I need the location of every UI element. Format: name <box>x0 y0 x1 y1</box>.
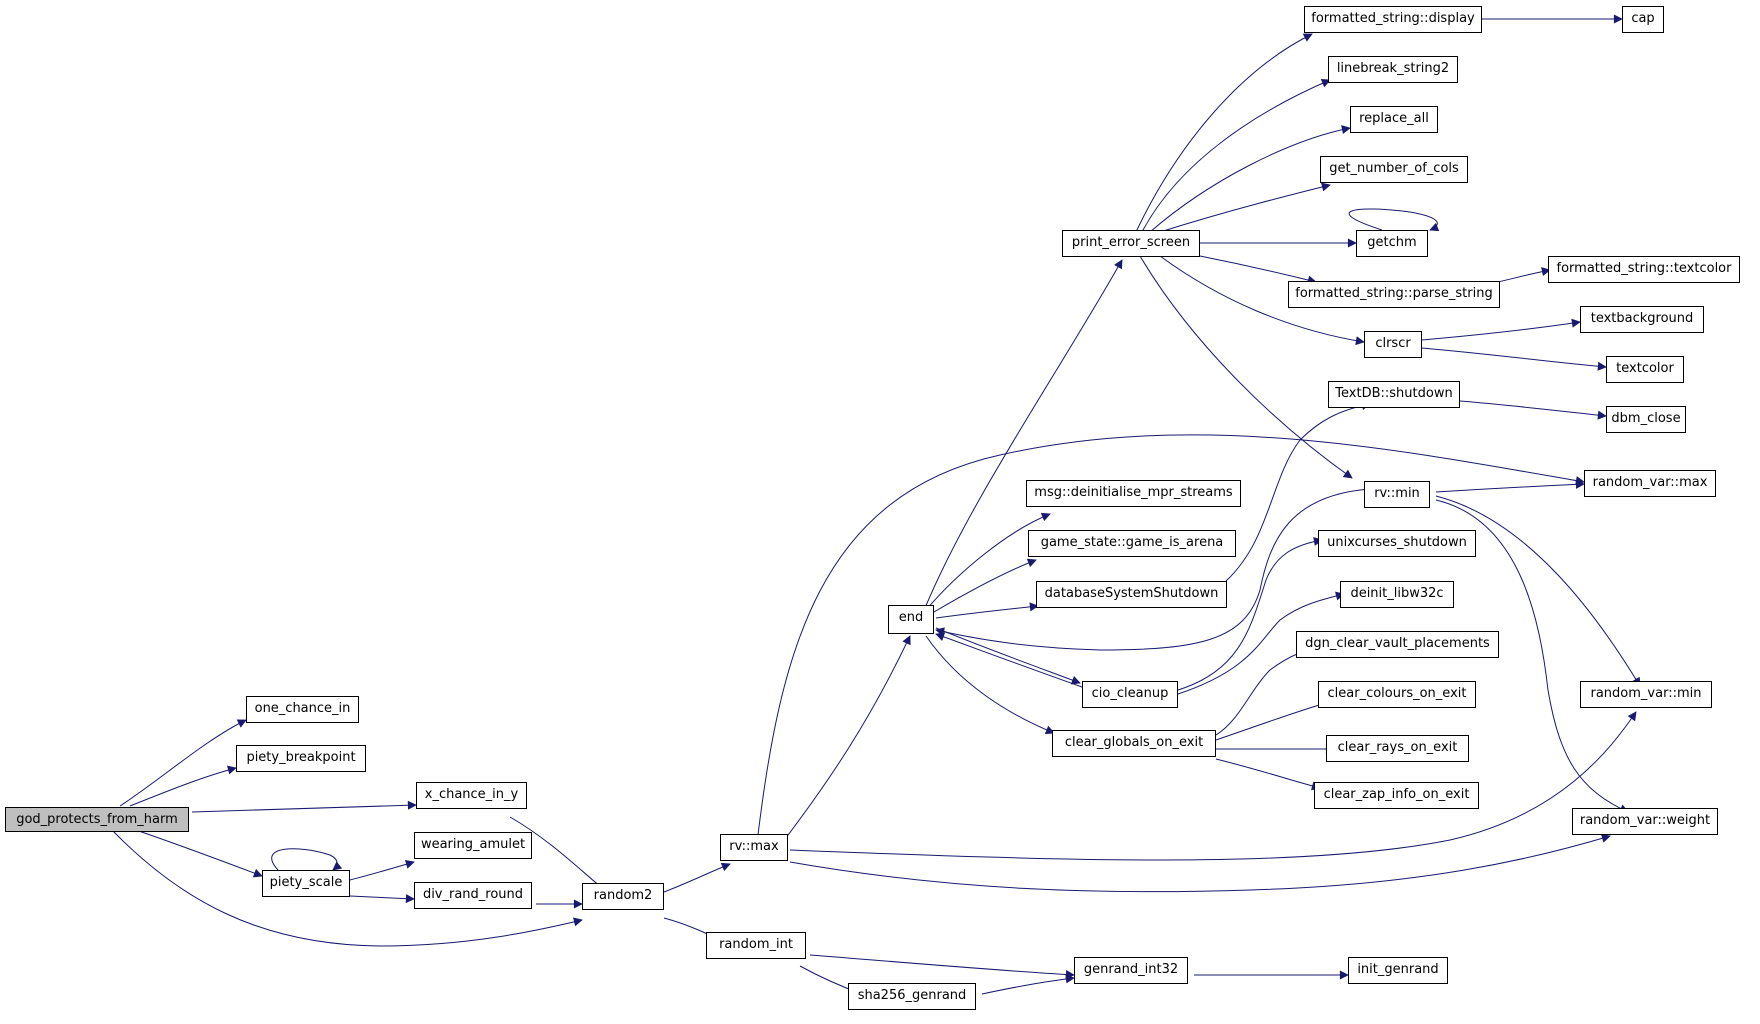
node-textbackground[interactable]: textbackground <box>1580 306 1704 333</box>
edge-end-msg-deinitialise <box>925 512 1051 611</box>
node-formatted-string-parse-string[interactable]: formatted_string::parse_string <box>1288 281 1500 308</box>
node-rv-min[interactable]: rv::min <box>1364 481 1430 508</box>
edge-cio-cleanup-unixcurses <box>1177 536 1323 691</box>
edge-db-shutdown-textdb-shutdown <box>1225 401 1371 582</box>
edge-random-int-genrand-int32 <box>809 954 1075 980</box>
edge-cio-cleanup-end <box>935 632 1083 688</box>
node-getchm[interactable]: getchm <box>1356 230 1428 257</box>
node-textcolor[interactable]: textcolor <box>1606 356 1684 383</box>
node-piety-breakpoint[interactable]: piety_breakpoint <box>236 745 366 772</box>
node-deinit-libw32c[interactable]: deinit_libw32c <box>1340 581 1454 608</box>
node-clear-rays-on-exit[interactable]: clear_rays_on_exit <box>1326 735 1469 762</box>
node-clear-colours-on-exit[interactable]: clear_colours_on_exit <box>1318 681 1476 708</box>
edge-clrscr-textbackground <box>1421 318 1581 341</box>
node-game-is-arena[interactable]: game_state::game_is_arena <box>1028 530 1236 557</box>
edge-rv-max-end <box>781 635 911 844</box>
node-dgn-clear-vault-placements[interactable]: dgn_clear_vault_placements <box>1296 631 1499 658</box>
edge-pes-replace-all <box>1149 125 1351 233</box>
edge-pes-fs-display <box>1135 33 1313 233</box>
node-cio-cleanup[interactable]: cio_cleanup <box>1082 681 1178 708</box>
edge-clrscr-textcolor <box>1421 347 1607 371</box>
edge-getchm-self <box>1348 208 1440 232</box>
node-piety-scale[interactable]: piety_scale <box>262 870 350 897</box>
edge-piety-scale-div-rand-round <box>349 894 415 904</box>
node-msg-deinitialise-mpr-streams[interactable]: msg::deinitialise_mpr_streams <box>1026 480 1241 507</box>
node-random-var-min[interactable]: random_var::min <box>1580 681 1712 708</box>
node-formatted-string-display[interactable]: formatted_string::display <box>1304 6 1482 33</box>
node-random-int[interactable]: random_int <box>706 932 806 959</box>
edge-piety-scale-self <box>271 848 343 871</box>
node-end[interactable]: end <box>888 605 934 634</box>
edge-end-database-system-shutdown <box>935 602 1039 619</box>
node-god-protects-from-harm[interactable]: god_protects_from_harm <box>5 807 189 832</box>
edge-piety-scale-wearing-amulet <box>349 859 415 881</box>
edge-pes-fs-parse-string <box>1199 255 1317 285</box>
edge-rv-min-random-var-min <box>1435 495 1641 687</box>
node-one-chance-in[interactable]: one_chance_in <box>246 696 359 723</box>
node-get-number-of-cols[interactable]: get_number_of_cols <box>1320 156 1468 183</box>
edge-gpfh-random2 <box>111 829 583 947</box>
edge-gpfh-piety-breakpoint <box>129 765 237 807</box>
edge-gpfh-piety-scale <box>129 827 263 878</box>
edge-rv-max-random-var-max <box>756 434 1585 844</box>
edge-cgoe-clear-zap-info <box>1215 758 1321 791</box>
node-rv-max[interactable]: rv::max <box>720 834 788 861</box>
edge-end-cio-cleanup <box>935 627 1081 685</box>
edge-end-game-is-arena <box>933 558 1037 613</box>
node-dbm-close[interactable]: dbm_close <box>1606 406 1686 433</box>
node-random2[interactable]: random2 <box>582 883 664 910</box>
edge-pes-clrscr <box>1159 255 1365 346</box>
node-sha256-genrand[interactable]: sha256_genrand <box>848 983 976 1010</box>
edge-pes-linebreak <box>1141 79 1331 233</box>
edge-pes-get-number-of-cols <box>1159 182 1331 233</box>
node-unixcurses-shutdown[interactable]: unixcurses_shutdown <box>1318 530 1476 557</box>
edge-end-print-error-screen <box>924 259 1123 609</box>
node-clrscr[interactable]: clrscr <box>1364 331 1422 358</box>
edge-textdb-dbm-close <box>1459 400 1607 420</box>
edge-random2-rv-max <box>663 862 731 893</box>
node-replace-all[interactable]: replace_all <box>1350 106 1438 133</box>
edge-rv-max-random-var-weight <box>789 834 1611 893</box>
edge-end-clear-globals-on-exit <box>925 635 1055 735</box>
edge-rv-min-random-var-max <box>1435 479 1585 493</box>
node-random-var-weight[interactable]: random_var::weight <box>1572 808 1718 835</box>
edge-rv-max-random-var-min <box>789 711 1637 861</box>
node-clear-globals-on-exit[interactable]: clear_globals_on_exit <box>1052 730 1216 757</box>
node-div-rand-round[interactable]: div_rand_round <box>414 882 532 909</box>
node-x-chance-in-y[interactable]: x_chance_in_y <box>416 782 527 809</box>
node-textdb-shutdown[interactable]: TextDB::shutdown <box>1328 381 1460 408</box>
edge-pes-rv-min <box>1139 255 1353 479</box>
edge-sha256-genrand-genrand-int32 <box>981 974 1075 995</box>
node-linebreak-string2[interactable]: linebreak_string2 <box>1328 56 1458 83</box>
node-print-error-screen[interactable]: print_error_screen <box>1062 230 1200 257</box>
edge-gpfh-x-chance-in-y <box>191 800 417 813</box>
edge-rv-min-end <box>935 488 1371 651</box>
node-clear-zap-info-on-exit[interactable]: clear_zap_info_on_exit <box>1314 782 1479 809</box>
edge-fs-parse-fs-textcolor <box>1497 267 1551 283</box>
edge-rv-min-random-var-weight <box>1435 499 1629 813</box>
node-random-var-max[interactable]: random_var::max <box>1584 470 1716 497</box>
node-cap[interactable]: cap <box>1622 6 1664 33</box>
node-init-genrand[interactable]: init_genrand <box>1348 957 1448 984</box>
edge-cio-cleanup-deinit-libw32c <box>1177 591 1345 695</box>
node-genrand-int32[interactable]: genrand_int32 <box>1074 957 1188 984</box>
node-wearing-amulet[interactable]: wearing_amulet <box>414 832 532 859</box>
edge-gpfh-one-chance-in <box>119 719 247 807</box>
node-database-system-shutdown[interactable]: databaseSystemShutdown <box>1036 581 1227 608</box>
node-formatted-string-textcolor[interactable]: formatted_string::textcolor <box>1548 256 1740 283</box>
